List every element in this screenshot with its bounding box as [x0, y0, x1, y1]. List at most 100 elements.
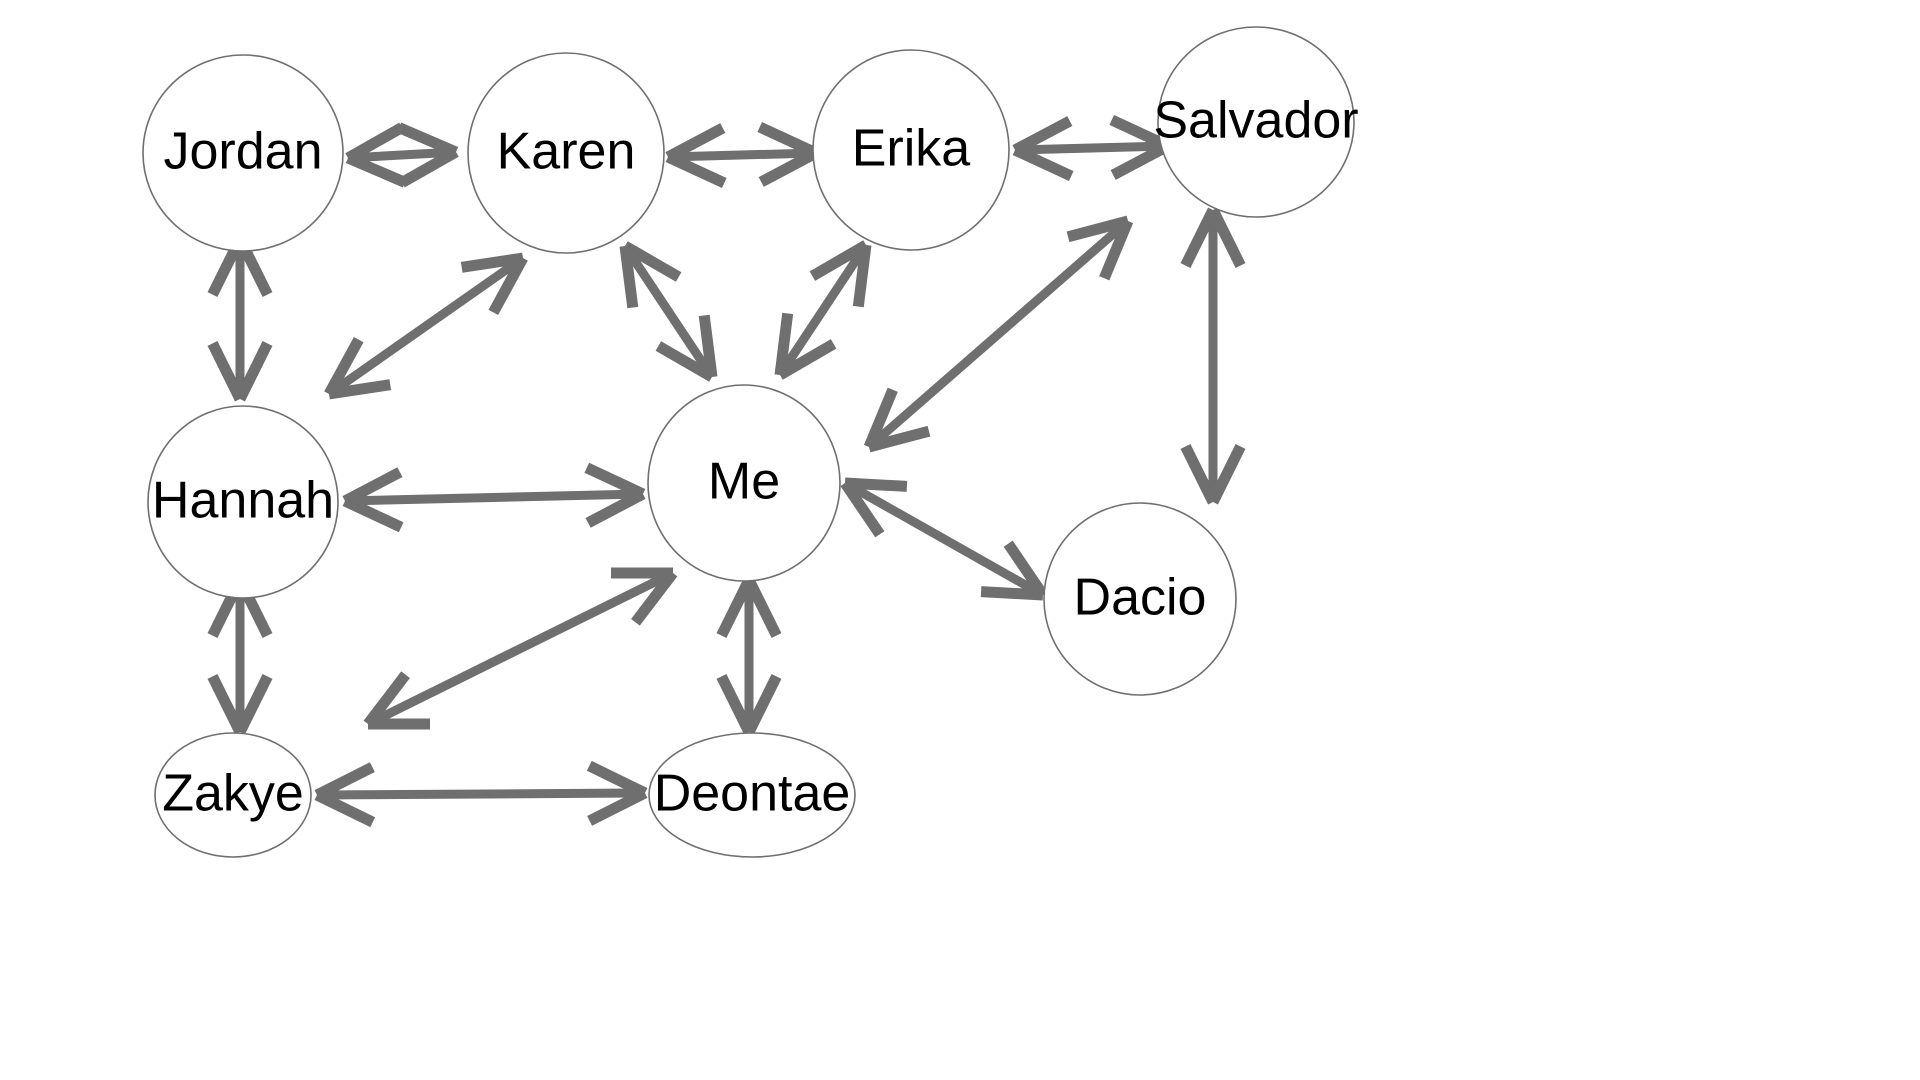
edge-jordan-karen — [345, 122, 459, 188]
node-deontae[interactable]: Deontae — [648, 732, 856, 858]
arrowhead-barb — [586, 760, 648, 798]
arrowhead-barb — [584, 462, 646, 499]
arrowhead-barb — [488, 255, 528, 316]
arrowhead-barb — [314, 762, 375, 800]
arrowhead-salvador — [1180, 207, 1246, 268]
node-shape-salvador[interactable] — [1157, 26, 1355, 218]
arrowhead-barb — [396, 122, 459, 158]
arrowhead-barb — [716, 674, 754, 735]
edge-shaft — [344, 489, 644, 506]
node-shape-karen[interactable] — [467, 52, 665, 254]
arrowhead-karen — [619, 241, 682, 309]
arrowhead-barb — [980, 586, 1044, 601]
arrowhead-barb — [345, 122, 405, 163]
arrowhead-dacio — [1180, 444, 1246, 505]
edge-karen-me — [619, 241, 718, 382]
arrowhead-barb — [757, 121, 819, 158]
arrowhead-me — [774, 312, 837, 380]
arrowhead-barb — [328, 379, 392, 400]
node-shape-erika[interactable] — [812, 49, 1010, 251]
arrowhead-barb — [809, 240, 869, 281]
node-label-erika: Erika — [852, 120, 971, 178]
arrowhead-barb — [758, 148, 819, 187]
arrowhead-hannah — [207, 341, 273, 402]
arrowhead-barb — [399, 147, 459, 188]
arrowhead-barb — [777, 339, 837, 380]
arrowhead-jordan — [345, 122, 408, 188]
arrowhead-barb — [587, 788, 648, 826]
node-label-salvador: Salvador — [1153, 92, 1358, 150]
arrowhead-barb — [631, 569, 678, 626]
arrowhead-barb — [698, 314, 718, 378]
arrowhead-barb — [1012, 116, 1073, 155]
edge-shaft — [326, 254, 526, 398]
arrowhead-barb — [363, 671, 410, 728]
arrowhead-barb — [1180, 444, 1218, 505]
node-label-dacio: Dacio — [1074, 569, 1207, 627]
arrowhead-barb — [844, 477, 908, 492]
arrowhead-barb — [1099, 218, 1134, 281]
node-label-hannah: Hannah — [152, 472, 334, 530]
edge-hannah-zakye — [207, 577, 273, 735]
arrowhead-barb — [1066, 215, 1130, 243]
arrowhead-barb — [1208, 444, 1246, 505]
arrowhead-barb — [207, 674, 245, 735]
node-label-karen: Karen — [497, 123, 636, 181]
node-erika[interactable]: Erika — [812, 49, 1010, 251]
node-zakye[interactable]: Zakye — [154, 732, 312, 858]
edge-me-deontae — [716, 577, 782, 735]
edge-salvador-dacio — [1180, 207, 1246, 505]
node-label-deontae: Deontae — [654, 765, 851, 823]
edge-karen-erika — [665, 121, 819, 189]
node-me[interactable]: Me — [647, 384, 841, 582]
node-salvador[interactable]: Salvador — [1153, 26, 1359, 218]
node-karen[interactable]: Karen — [467, 52, 665, 254]
node-shape-hannah[interactable] — [147, 405, 339, 599]
edge-shaft — [316, 788, 646, 800]
node-shape-jordan[interactable] — [142, 54, 344, 252]
node-jordan[interactable]: Jordan — [142, 54, 344, 252]
arrowhead-salvador — [1066, 215, 1134, 281]
arrowhead-salvador — [1109, 114, 1171, 180]
arrowhead-me — [584, 462, 646, 528]
arrowhead-barb — [460, 252, 524, 273]
arrowhead-barb — [863, 387, 898, 450]
arrowhead-barb — [324, 336, 364, 397]
edge-shaft — [366, 568, 675, 729]
node-shape-deontae[interactable] — [648, 732, 856, 858]
arrowhead-me — [655, 314, 718, 382]
node-shape-zakye[interactable] — [154, 732, 312, 858]
arrowhead-erika — [809, 240, 872, 308]
node-hannah[interactable]: Hannah — [147, 405, 339, 599]
arrowhead-barb — [342, 496, 404, 533]
arrowhead-me — [716, 577, 782, 638]
edge-shaft — [1014, 141, 1169, 155]
arrowhead-barb — [774, 312, 794, 376]
arrowhead-dacio — [980, 540, 1048, 601]
arrowhead-karen — [665, 123, 727, 189]
edge-jordan-hannah — [207, 236, 273, 402]
node-shape-me[interactable] — [647, 384, 841, 582]
edge-erika-salvador — [1012, 114, 1171, 182]
edge-shaft — [667, 148, 817, 162]
edge-shaft — [776, 242, 870, 378]
arrowhead-barb — [235, 341, 273, 402]
arrowhead-barb — [1180, 207, 1218, 268]
edge-shaft — [347, 147, 457, 163]
arrowhead-barb — [345, 152, 408, 188]
edge-zakye-me — [363, 567, 678, 730]
arrowhead-barb — [744, 577, 782, 638]
arrowhead-hannah — [324, 336, 392, 400]
arrowhead-barb — [1012, 145, 1074, 182]
node-label-me: Me — [708, 453, 780, 511]
arrowhead-barb — [622, 241, 682, 282]
arrowhead-barb — [665, 152, 727, 189]
arrowhead-barb — [1110, 141, 1171, 180]
node-dacio[interactable]: Dacio — [1043, 502, 1237, 696]
node-shape-dacio[interactable] — [1043, 502, 1237, 696]
arrowhead-me — [610, 567, 678, 626]
arrowhead-karen — [396, 122, 459, 188]
arrowhead-deontae — [716, 674, 782, 735]
